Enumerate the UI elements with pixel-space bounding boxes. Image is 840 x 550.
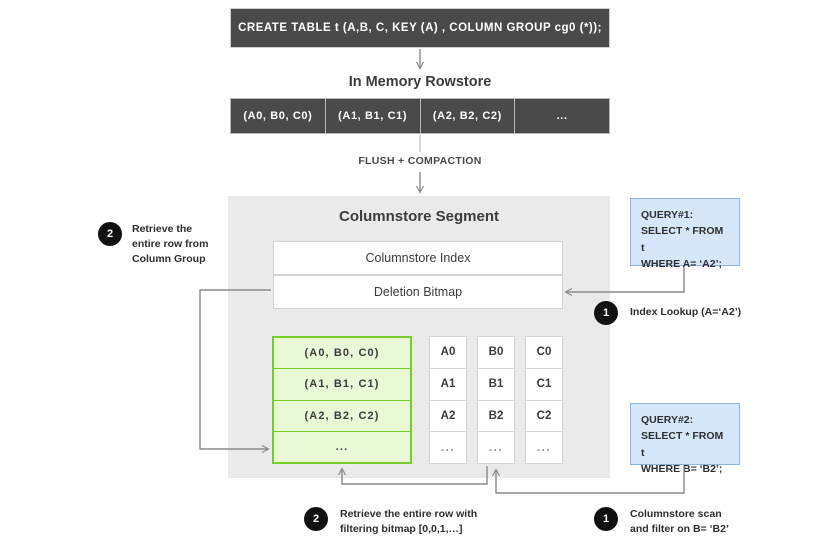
column-stack-a: A0 A1 A2 ... xyxy=(429,336,467,464)
annotation-text: Retrieve the entire row with filtering b… xyxy=(340,507,477,537)
query2-line3: WHERE B= ‘B2’; xyxy=(641,462,723,475)
column-stack-b: B0 B1 B2 ... xyxy=(477,336,515,464)
query2-line1: QUERY#2: xyxy=(641,414,694,426)
column-cell: C2 xyxy=(526,401,562,433)
query2-box: QUERY#2: SELECT * FROM t WHERE B= ‘B2’; xyxy=(630,403,740,475)
column-cell: ... xyxy=(488,441,504,454)
deletion-bitmap-label: Deletion Bitmap xyxy=(373,285,463,299)
annotation-columnstore-scan: 1 Columnstore scan and filter on B= ‘B2’ xyxy=(594,507,729,537)
columnstore-index-label: Columnstore Index xyxy=(365,251,471,265)
annotation-line: and filter on B= ‘B2’ xyxy=(630,523,729,536)
annotation-text: Retrieve the entire row from Column Grou… xyxy=(132,222,228,268)
column-cell: B0 xyxy=(478,337,514,369)
annotation-line: entire row from xyxy=(132,238,209,251)
annotation-text: Columnstore scan and filter on B= ‘B2’ xyxy=(630,507,729,537)
create-table-statement-text: CREATE TABLE t (A,B, C, KEY (A) , COLUMN… xyxy=(238,22,602,34)
query1-box: QUERY#1: SELECT * FROM t WHERE A= ‘A2’; xyxy=(630,198,740,270)
query1-line2: SELECT * FROM t xyxy=(641,225,724,254)
query1-line1: QUERY#1: xyxy=(641,209,694,221)
column-cell: C0 xyxy=(526,337,562,369)
rowstore-cell: (A2, B2, C2) xyxy=(419,98,516,134)
query2-line2: SELECT * FROM t xyxy=(641,430,724,459)
columnstore-segment-title: Columnstore Segment xyxy=(338,208,500,225)
column-cell: B1 xyxy=(478,369,514,401)
column-group-row: ... xyxy=(335,440,349,453)
column-cell: B2 xyxy=(478,401,514,433)
annotation-index-lookup: 1 Index Lookup (A=‘A2’) xyxy=(594,301,741,325)
rowstore-cell: (A1, B1, C1) xyxy=(324,98,421,134)
query1-line3: WHERE A= ‘A2’; xyxy=(641,257,722,270)
annotation-line: filtering bitmap [0,0,1,…] xyxy=(340,523,463,536)
column-group-box: (A0, B0, C0) (A1, B1, C1) (A2, B2, C2) .… xyxy=(272,336,412,464)
annotation-line: Index Lookup (A=‘A2’) xyxy=(630,306,742,319)
column-cell: A1 xyxy=(430,369,466,401)
rowstore-title: In Memory Rowstore xyxy=(348,74,492,90)
deletion-bitmap-box: Deletion Bitmap xyxy=(273,275,563,309)
column-cell: A2 xyxy=(430,401,466,433)
column-group-row: (A0, B0, C0) xyxy=(274,338,410,370)
annotation-text: Index Lookup (A=‘A2’) xyxy=(630,305,741,320)
column-group-row: (A1, B1, C1) xyxy=(274,369,410,401)
rowstore-cell: (A0, B0, C0) xyxy=(230,98,326,134)
flush-compaction-label: FLUSH + COMPACTION xyxy=(358,155,482,167)
annotation-line: Columnstore scan xyxy=(630,508,722,520)
column-cell: ... xyxy=(536,441,552,454)
rowstore-cell: ... xyxy=(514,98,610,134)
column-stack-c: C0 C1 C2 ... xyxy=(525,336,563,464)
step-badge-1: 1 xyxy=(594,507,618,531)
column-cell: ... xyxy=(440,441,456,454)
create-table-statement-bar: CREATE TABLE t (A,B, C, KEY (A) , COLUMN… xyxy=(230,8,610,48)
step-badge-2: 2 xyxy=(98,222,122,246)
column-cell: C1 xyxy=(526,369,562,401)
annotation-retrieve-from-column-group: 2 Retrieve the entire row from Column Gr… xyxy=(98,222,228,268)
step-badge-2: 2 xyxy=(304,507,328,531)
columnstore-index-box: Columnstore Index xyxy=(273,241,563,275)
column-cell: A0 xyxy=(430,337,466,369)
annotation-retrieve-with-bitmap: 2 Retrieve the entire row with filtering… xyxy=(304,507,477,537)
rowstore-row-container: (A0, B0, C0) (A1, B1, C1) (A2, B2, C2) .… xyxy=(230,98,610,134)
column-group-row: (A2, B2, C2) xyxy=(274,401,410,432)
step-badge-1: 1 xyxy=(594,301,618,325)
annotation-line: Retrieve the xyxy=(132,223,193,235)
annotation-line: Retrieve the entire row with xyxy=(340,508,478,520)
annotation-line: Column Group xyxy=(132,253,206,266)
